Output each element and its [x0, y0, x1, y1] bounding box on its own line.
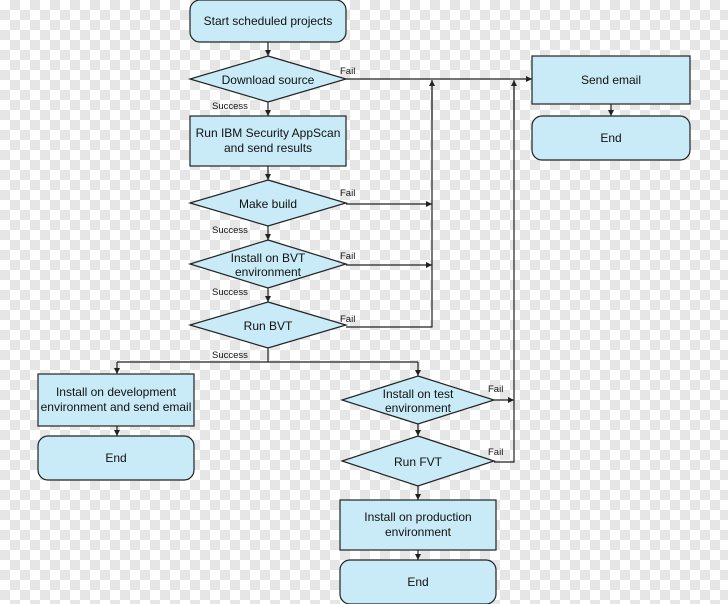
- install-bvt-label-line1: Install on BVT: [231, 251, 306, 265]
- fail-label-make-build: Fail: [340, 188, 355, 199]
- edge-labels: Fail Success Fail Success Fail Success F…: [212, 66, 503, 458]
- run-appscan-box: [189, 115, 347, 167]
- end-dev-box: [37, 435, 195, 481]
- success-label-run-bvt: Success: [212, 350, 248, 361]
- end-email-label: End: [600, 131, 621, 145]
- install-test-label-line2: environment: [385, 401, 452, 415]
- send-email-label: Send email: [581, 73, 641, 87]
- install-bvt-label-line2: environment: [235, 265, 302, 279]
- end-dev-label: End: [105, 451, 126, 465]
- fail-line-run-bvt: [346, 82, 433, 328]
- download-source-diamond: [187, 55, 349, 103]
- node-run-fvt: Run FVT: [340, 435, 496, 487]
- install-prod-box: [339, 499, 497, 551]
- node-end-prod: End: [339, 559, 497, 604]
- run-appscan-label-line2: and send results: [224, 141, 312, 155]
- run-bvt-label: Run BVT: [244, 319, 293, 333]
- start-box: [189, 0, 347, 43]
- success-label-download: Success: [212, 101, 248, 112]
- run-appscan-label-line1: Run IBM Security AppScan: [196, 126, 341, 140]
- install-dev-label-line1: Install on development: [56, 385, 177, 399]
- run-bvt-diamond: [187, 301, 349, 349]
- node-install-dev: Install on development environment and s…: [37, 373, 195, 427]
- fail-label-run-bvt: Fail: [340, 314, 355, 325]
- node-make-build: Make build: [187, 179, 349, 227]
- download-source-label: Download source: [222, 73, 315, 87]
- node-run-bvt: Run BVT: [187, 301, 349, 349]
- run-fvt-diamond: [340, 435, 496, 487]
- send-email-box: [531, 55, 691, 105]
- install-test-diamond: [340, 375, 496, 425]
- install-bvt-diamond: [187, 239, 349, 289]
- install-prod-label-line1: Install on production: [364, 510, 471, 524]
- end-prod-label: End: [407, 575, 428, 589]
- end-prod-box: [339, 559, 497, 604]
- run-fvt-label: Run FVT: [394, 455, 443, 469]
- make-build-diamond: [187, 179, 349, 227]
- node-start: Start scheduled projects: [189, 0, 347, 43]
- success-label-make-build: Success: [212, 225, 248, 236]
- fail-label-run-fvt: Fail: [488, 447, 503, 458]
- node-install-prod: Install on production environment: [339, 499, 497, 551]
- success-label-install-bvt: Success: [212, 287, 248, 298]
- node-end-dev: End: [37, 435, 195, 481]
- start-label: Start scheduled projects: [204, 14, 333, 28]
- node-install-bvt: Install on BVT environment: [187, 239, 349, 289]
- end-email-box: [531, 115, 691, 161]
- node-run-appscan: Run IBM Security AppScan and send result…: [189, 115, 347, 167]
- connectors: [114, 42, 614, 560]
- install-dev-box: [37, 373, 195, 427]
- node-download-source: Download source: [187, 55, 349, 103]
- make-build-label: Make build: [239, 197, 297, 211]
- node-send-email: Send email: [531, 55, 691, 105]
- node-install-test: Install on test environment: [340, 375, 496, 425]
- install-dev-label-line2: environment and send email: [41, 400, 192, 414]
- fail-label-install-bvt: Fail: [340, 251, 355, 262]
- install-prod-label-line2: environment: [385, 525, 452, 539]
- install-test-label-line1: Install on test: [383, 387, 454, 401]
- fail-label-install-test: Fail: [488, 384, 503, 395]
- fail-label-download: Fail: [340, 66, 355, 77]
- fail-line-run-fvt: [494, 82, 515, 463]
- node-end-email: End: [531, 115, 691, 161]
